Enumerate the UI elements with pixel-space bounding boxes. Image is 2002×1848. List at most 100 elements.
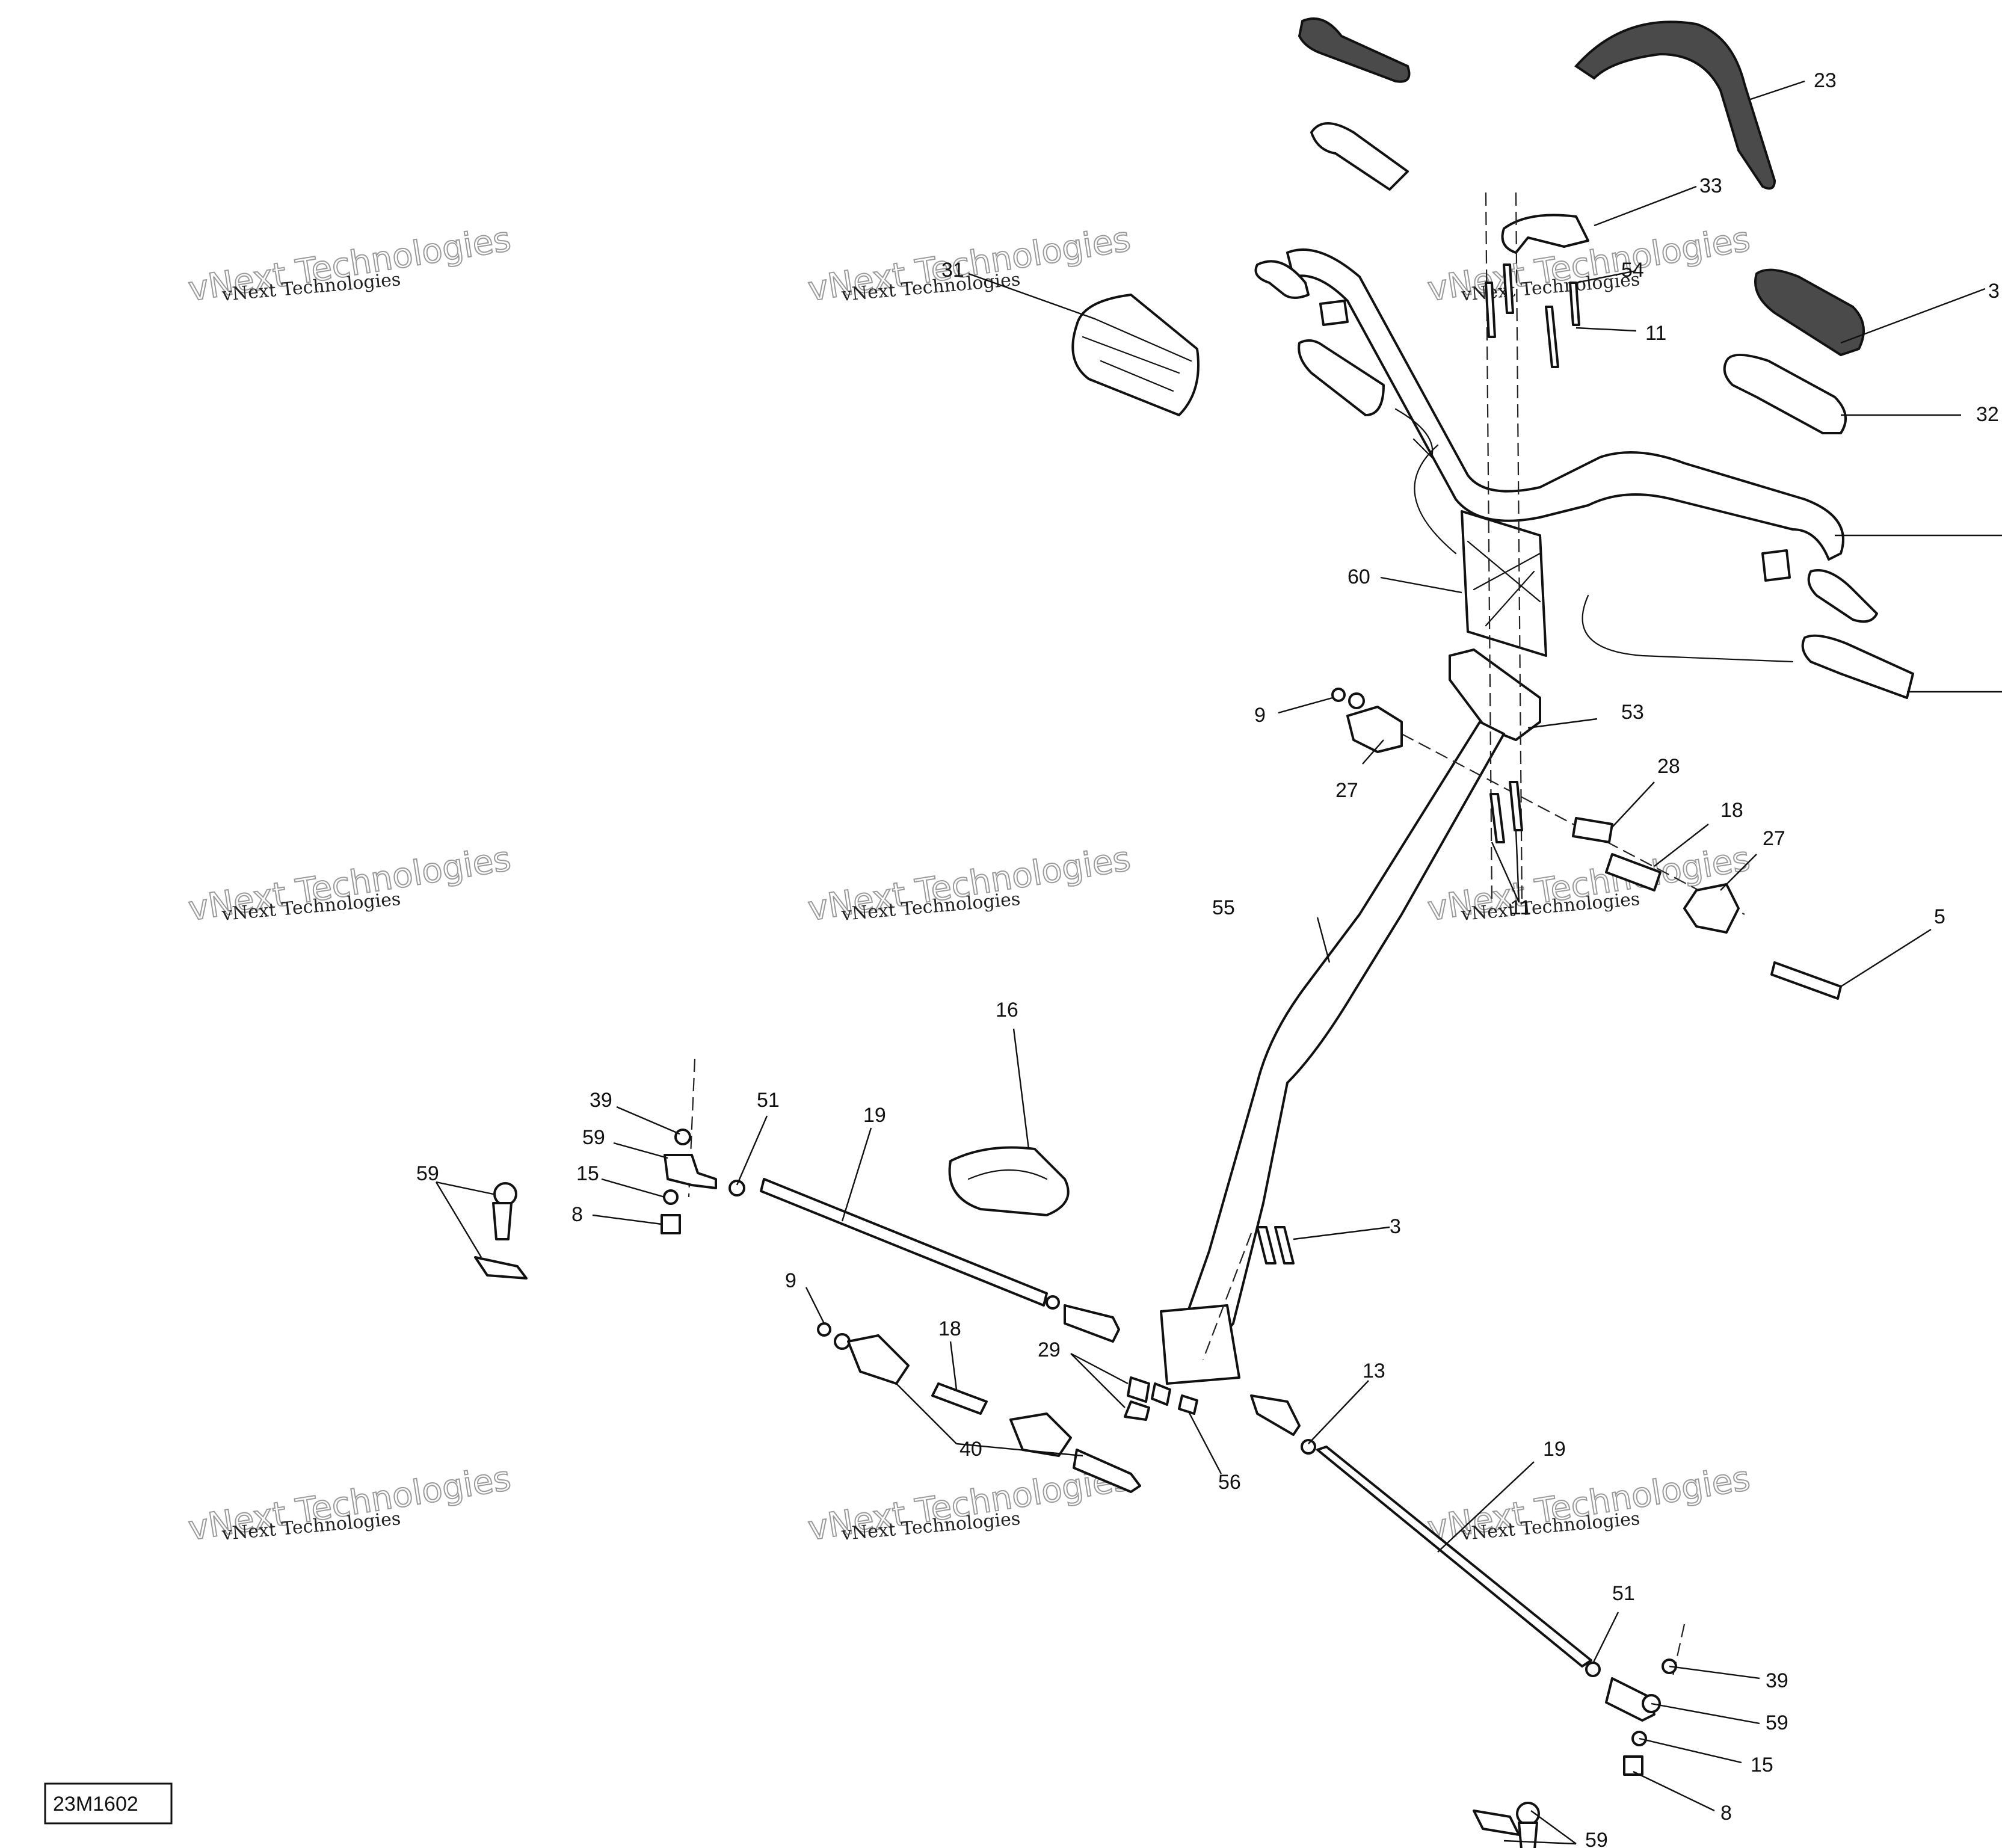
cover-part — [948, 1146, 1070, 1216]
callout-5: 5 — [1934, 905, 1945, 928]
callout-27: 27 — [1763, 827, 1785, 850]
ball-stud-part — [492, 1202, 513, 1240]
right-grip-part — [1754, 268, 1865, 357]
callout-3: 3 — [1988, 280, 2000, 303]
callout-29: 29 — [1038, 1338, 1061, 1361]
callout-53: 53 — [1621, 701, 1644, 724]
right-tube-part — [1723, 354, 1847, 434]
reference-box — [44, 1782, 173, 1825]
bolt-part — [1569, 282, 1580, 326]
callout-9: 9 — [1254, 704, 1266, 727]
lock-nut-part — [1623, 1755, 1643, 1776]
callout-51: 51 — [757, 1089, 780, 1112]
callout-59: 59 — [1585, 1829, 1608, 1848]
nut-part — [1331, 688, 1346, 702]
muff-texture — [1082, 318, 1192, 392]
bar-end-part — [1254, 260, 1310, 299]
callout-18: 18 — [938, 1317, 961, 1340]
end-bracket-part — [847, 1334, 910, 1385]
bolt-part — [1256, 1226, 1277, 1264]
axis-line — [1401, 733, 1745, 915]
bolt-part — [1545, 306, 1559, 368]
nut-part — [1046, 1295, 1060, 1310]
washer-part — [674, 1129, 691, 1145]
diagram-reference: 23M1602 — [44, 1782, 173, 1825]
reference-code: 23M1602 — [53, 1793, 138, 1816]
bolt-part — [1503, 263, 1514, 314]
callout-31: 31 — [941, 259, 964, 282]
callout-56: 56 — [1218, 1471, 1241, 1494]
ball-stud-part — [493, 1182, 517, 1206]
callout-39: 39 — [590, 1089, 612, 1112]
nut-part — [728, 1180, 745, 1197]
callout-15: 15 — [1751, 1754, 1773, 1776]
lock-nut-part — [661, 1214, 681, 1234]
end-bracket-part — [1683, 883, 1740, 934]
rod-end-part — [1250, 1394, 1301, 1436]
end-bracket-part — [1009, 1412, 1072, 1457]
bracket-part — [1501, 214, 1589, 254]
cable-end-part — [1073, 1449, 1141, 1493]
tie-rod-part — [1316, 1446, 1592, 1668]
callout-28: 28 — [1657, 755, 1680, 778]
riser-part — [1461, 510, 1547, 657]
clamp-part — [1449, 648, 1541, 741]
end-bracket-part — [1346, 706, 1403, 753]
tie-rod-end — [1064, 1304, 1120, 1343]
callout-39: 39 — [1766, 1669, 1788, 1692]
bolt-part — [1770, 961, 1842, 1000]
callout-23: 23 — [1814, 69, 1837, 92]
wire — [1414, 444, 1457, 555]
spacer-part — [1572, 817, 1613, 843]
nut-part — [1301, 1439, 1316, 1455]
nut-part — [1585, 1662, 1601, 1677]
column-base-part — [1160, 1304, 1240, 1385]
callout-59: 59 — [1766, 1711, 1788, 1734]
callout-19: 19 — [863, 1104, 886, 1127]
ball-stud-part — [1473, 1810, 1520, 1836]
callout-15: 15 — [576, 1162, 599, 1185]
riser-detail — [1467, 540, 1541, 627]
wire — [1394, 408, 1434, 459]
callout-11: 11 — [1510, 896, 1531, 919]
ball-joint-part — [1605, 1677, 1656, 1722]
callout-8: 8 — [571, 1203, 583, 1226]
callout-32: 32 — [1976, 403, 1999, 426]
pin-part — [1605, 853, 1662, 892]
left-grip-part — [1298, 17, 1411, 83]
right-sleeve-part — [1761, 549, 1791, 582]
callout-40: 40 — [959, 1438, 982, 1461]
callout-59: 59 — [416, 1162, 439, 1185]
callout-8: 8 — [1720, 1802, 1732, 1825]
spacer-part — [1127, 1376, 1150, 1403]
callout-11: 11 — [1645, 322, 1666, 345]
callout-60: 60 — [1348, 565, 1370, 588]
muff-part — [1071, 294, 1200, 416]
handlebar-part — [1286, 248, 1844, 561]
callout-27: 27 — [1335, 779, 1358, 802]
callout-19: 19 — [1543, 1438, 1566, 1461]
cover-detail — [967, 1169, 1048, 1180]
tie-rod-part — [760, 1178, 1048, 1307]
callout-54: 54 — [1621, 259, 1644, 282]
heated-grip-right — [1801, 634, 1914, 699]
pin-part — [931, 1382, 988, 1415]
callout-9: 9 — [785, 1269, 796, 1292]
right-bar-end — [1807, 569, 1878, 623]
left-tube-part — [1310, 122, 1409, 191]
spacer-part — [1124, 1400, 1150, 1421]
axis-line — [1202, 1233, 1252, 1360]
bolt-part — [1274, 1226, 1295, 1264]
nut-part — [817, 1322, 831, 1337]
callout-16: 16 — [996, 999, 1018, 1021]
callout-labels: 23 33 31 54 11 3 32 60 9 53 27 28 18 27 … — [416, 69, 2000, 1848]
callout-51: 51 — [1612, 1582, 1635, 1605]
nut-part — [1348, 692, 1365, 709]
sleeve-part — [1319, 300, 1349, 326]
callout-33: 33 — [1699, 174, 1722, 197]
hand-guard-part — [1574, 20, 1776, 190]
axis-line — [688, 1058, 696, 1198]
callout-55: 55 — [1212, 896, 1235, 919]
ball-stud-part — [474, 1256, 528, 1280]
